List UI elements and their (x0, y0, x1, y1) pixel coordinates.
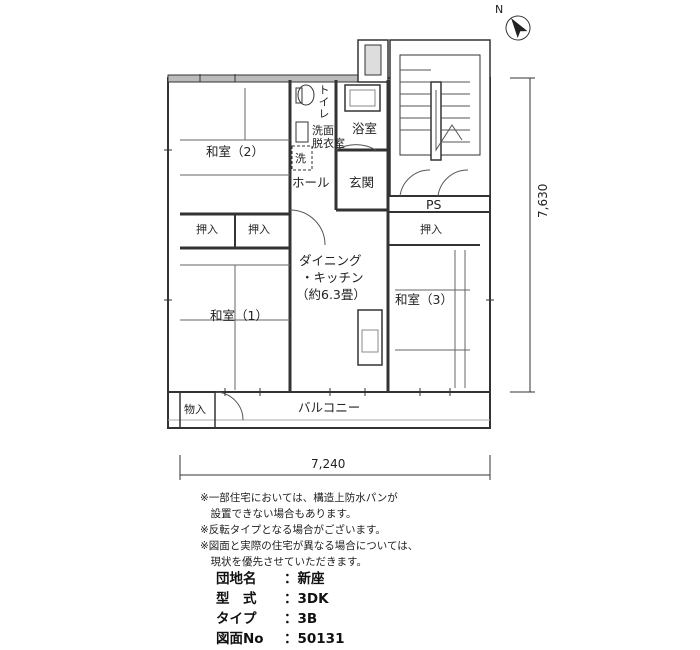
info-key: タイプ (216, 611, 257, 627)
note-line: ※図面と実際の住宅が異なる場合については、 (200, 540, 419, 552)
room-washitsu-2: 和室（2） (206, 144, 264, 159)
wall-top-fill (167, 74, 359, 83)
washer-pan-label: 洗 (295, 152, 306, 165)
balcony-area (167, 391, 491, 429)
info-row-danchi: 団地名：新座 (216, 571, 325, 587)
info-row-type: 型 式：3DK (216, 591, 329, 607)
room-hall: ホール (292, 175, 330, 190)
note-line: 設置できない場合もあります。 (200, 508, 357, 520)
room-senmen: 洗面 脱衣室 (312, 124, 345, 150)
closet-b: 押入 (248, 223, 270, 236)
bathtub (344, 84, 381, 112)
info-block: 団地名：新座 型 式：3DK タイプ：3B 図面No：50131 (216, 569, 344, 649)
depth-dimension: 7,630 (536, 183, 550, 218)
closet-c: 押入 (420, 223, 442, 236)
info-value: 3B (297, 611, 318, 627)
note-line: ※一部住宅においては、構造上防水パンが (200, 492, 398, 504)
room-dk-line3: （約6.3畳） (296, 287, 366, 302)
washbasin (295, 121, 309, 143)
note-line: ※反転タイプとなる場合がございます。 (200, 524, 386, 536)
info-value: 3DK (297, 591, 329, 607)
room-dk-line1: ダイニング (299, 253, 362, 268)
kitchen-counter (357, 309, 383, 366)
info-value: 新座 (297, 571, 325, 587)
notes-block: ※一部住宅においては、構造上防水パンが 設置できない場合もあります。 ※反転タイ… (200, 490, 418, 570)
info-row-subtype: タイプ：3B (216, 611, 318, 627)
info-value: 50131 (297, 631, 345, 647)
info-key: 型 式 (216, 591, 257, 607)
compass-label: N (495, 3, 504, 16)
toilet-fixture (297, 84, 315, 106)
info-key: 団地名 (216, 571, 257, 587)
room-dk-line2: ・キッチン (301, 270, 364, 285)
balcony-label: バルコニー (298, 400, 361, 415)
room-toilet: トイレ (317, 84, 330, 120)
room-bath: 浴室 (352, 121, 378, 136)
info-key: 図面No (216, 631, 264, 647)
storage-monoire: 物入 (184, 403, 206, 416)
room-washitsu-1: 和室（1） (210, 308, 268, 323)
room-ps: PS (426, 197, 442, 212)
info-row-drawing-no: 図面No：50131 (216, 631, 345, 647)
note-line: 現状を優先させていただきます。 (200, 556, 367, 568)
room-genkan: 玄関 (349, 175, 375, 190)
compass-icon (505, 15, 531, 41)
closet-a: 押入 (196, 223, 218, 236)
width-dimension: 7,240 (311, 457, 346, 471)
room-washitsu-3: 和室（3） (395, 292, 453, 307)
